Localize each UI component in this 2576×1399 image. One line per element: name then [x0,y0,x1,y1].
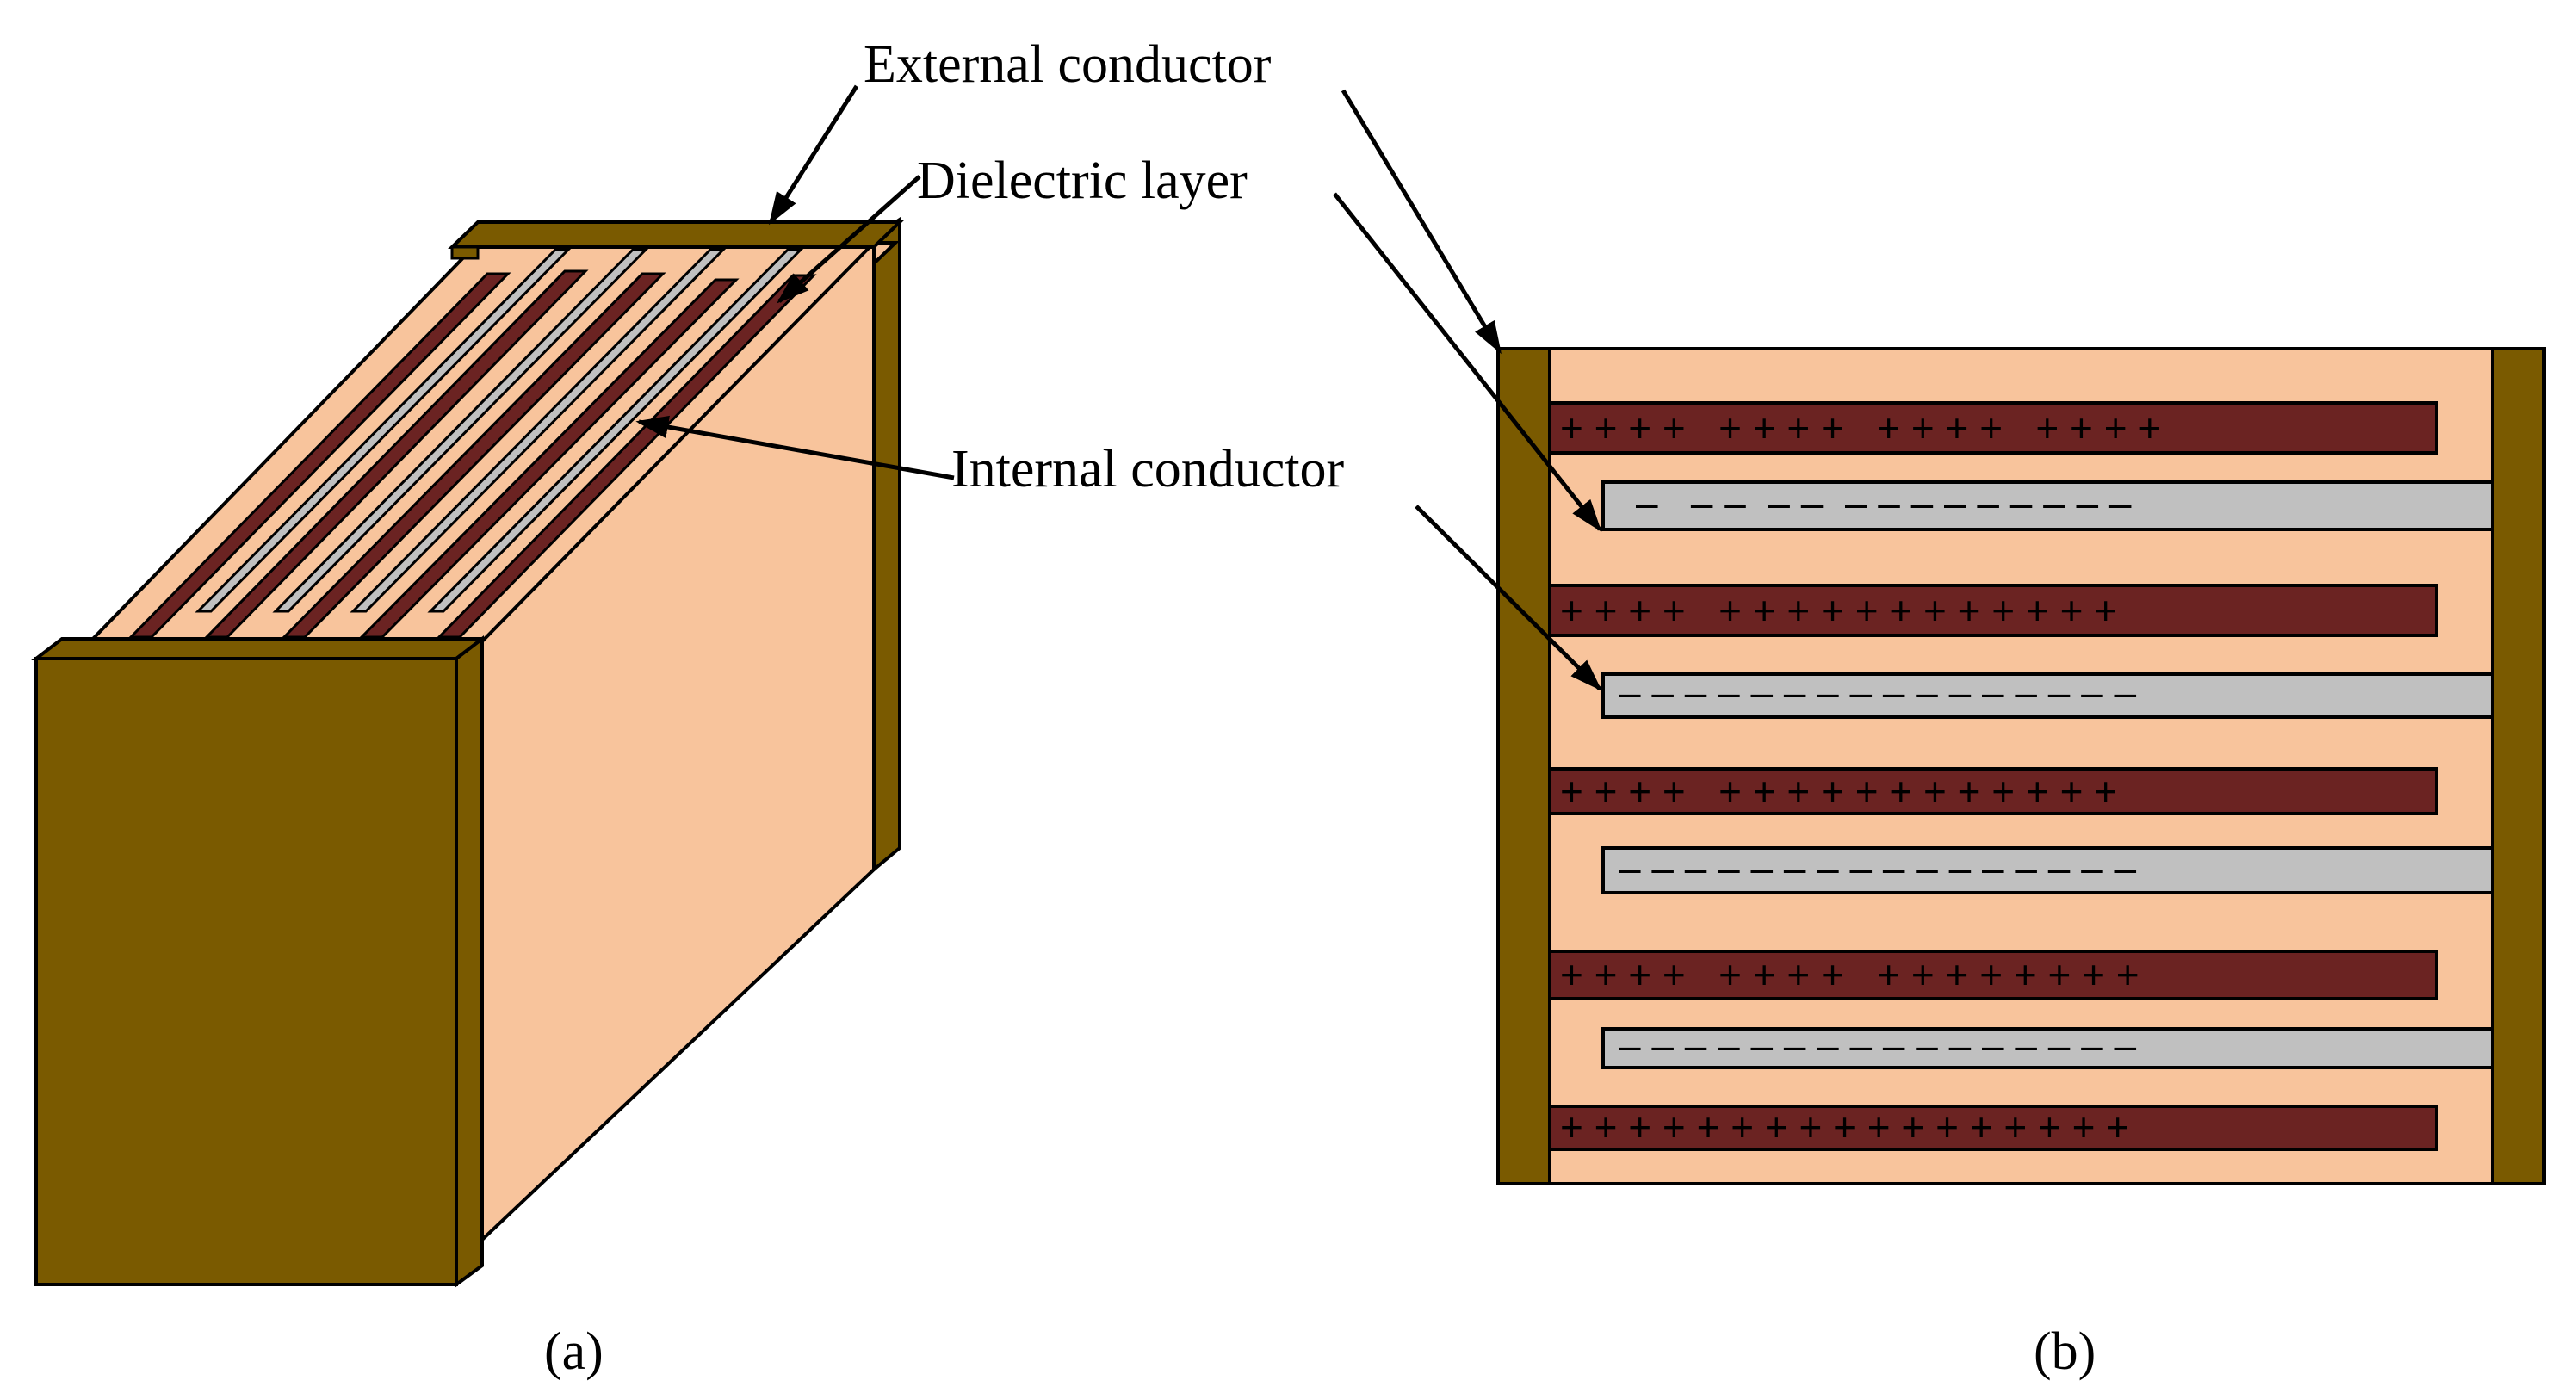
positive-signs: + + + + + + + + + + + + + + + + [1560,769,2117,814]
negative-signs: – – – – – – – – – – – – – – – – [1619,845,2136,890]
negative-signs: – – – – – – – – – – – – – – – – [1619,1023,2136,1068]
negative-signs: – – – – – – – – – – – – – – – – [1619,670,2136,715]
positive-electrode-4: + + + + + + + + + + + + + + + + [1548,950,2438,1000]
arrow-external-to-a [768,84,859,226]
arrow-external-to-b [1341,89,1502,355]
positive-electrode-1: + + + + + + + + + + + + + + + + [1548,401,2438,455]
negative-electrode-4: – – – – – – – – – – – – – – – – [1601,1023,2494,1069]
electrode-top-4 [272,248,649,613]
top-face-electrodes [127,248,817,639]
negative-electrode-2: – – – – – – – – – – – – – – – – [1601,670,2494,719]
panel-a-capacitor-3d [31,216,904,1288]
negative-electrode-bar [1601,672,2494,719]
electrode-top-6 [350,248,727,613]
positive-electrode-bar [1548,1105,2438,1151]
positive-electrode-2: + + + + + + + + + + + + + + + + [1548,584,2438,637]
negative-electrode-1: – – – – – – – – – – – – – – [1601,480,2494,531]
positive-electrode-bar [1548,584,2438,637]
label-dielectric-layer: Dielectric layer [917,152,1248,210]
negative-signs: – – – – – – – – – – – – – – [1636,480,2132,525]
panel-a-caption: (a) [544,1322,604,1381]
negative-electrode-bar [1601,1027,2494,1069]
external-conductor-right [2491,347,2546,1185]
arrow-dielectric-to-b [1333,192,1602,532]
arrow-dielectric-to-a [777,175,921,304]
panel-b-cross-section: + + + + + + + + + + + + + + + + + + + + … [1496,347,2546,1185]
label-external-conductor: External conductor [864,35,1272,94]
positive-electrode-3: + + + + + + + + + + + + + + + + [1548,767,2438,815]
positive-signs: + + + + + + + + + + + + + + + + [1560,405,2161,450]
electrode-top-2 [195,248,572,613]
positive-electrode-bar [1548,767,2438,815]
negative-electrode-3: – – – – – – – – – – – – – – – – [1601,845,2494,894]
arrow-internal-to-b [1415,505,1602,691]
external-conductor-back-face [872,216,901,874]
positive-signs: + + + + + + + + + + + + + + + + [1560,588,2117,633]
positive-electrode-bar [1548,401,2438,455]
negative-electrode-bar [1601,846,2494,894]
label-internal-conductor: Internal conductor [951,440,1345,498]
external-conductor-top-strip [448,220,904,249]
external-conductor-back-left-edge [450,245,480,260]
arrow-internal-to-a [635,415,955,480]
negative-electrode-bar [1601,480,2494,531]
leader-arrows [635,84,1602,691]
panel-b-caption: (b) [2034,1322,2096,1381]
external-conductor-front-top [31,637,487,660]
external-conductor-front-side [455,635,484,1288]
positive-signs: + + + + + + + + + + + + + + + + [1560,952,2139,997]
electrode-top-8 [427,248,804,613]
positive-electrode-5: + + + + + + + + + + + + + + + + + [1548,1105,2438,1151]
external-conductor-front-face [34,657,458,1286]
external-conductor-left [1496,347,1551,1185]
positive-electrode-bar [1548,950,2438,1000]
positive-signs: + + + + + + + + + + + + + + + + + [1560,1105,2129,1149]
